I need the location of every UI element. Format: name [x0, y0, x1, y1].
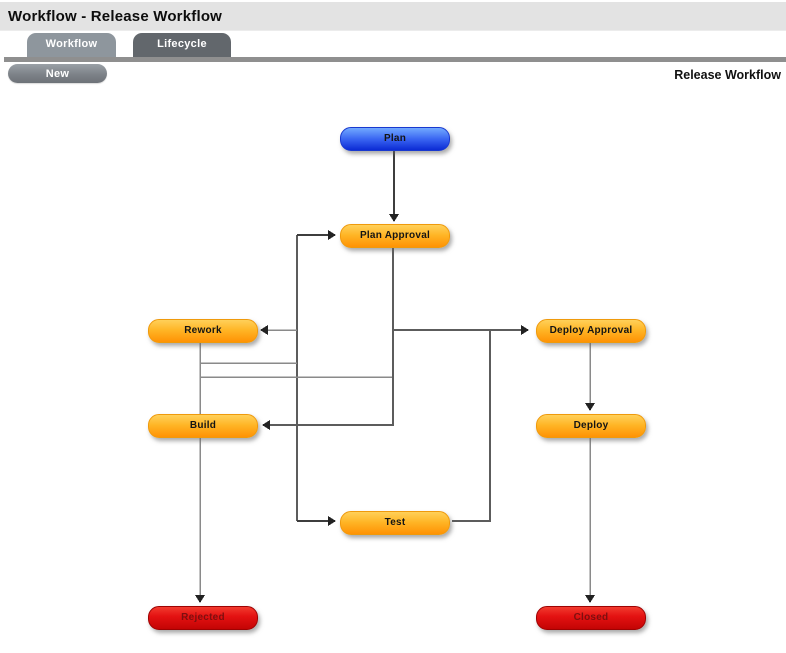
node-build[interactable]: Build: [148, 414, 258, 438]
workflow-connectors: [195, 150, 595, 603]
node-plan-label: Plan: [383, 133, 407, 144]
node-rework[interactable]: Rework: [148, 319, 258, 343]
node-test[interactable]: Test: [340, 511, 450, 535]
node-rework-label: Rework: [184, 325, 222, 336]
title-bar: Workflow - Release Workflow: [0, 2, 786, 31]
tab-lifecycle[interactable]: Lifecycle: [133, 33, 231, 57]
node-deploy-label: Deploy: [573, 420, 609, 431]
node-closed-label: Closed: [573, 612, 609, 623]
node-build-label: Build: [189, 420, 217, 431]
tab-row: Workflow Lifecycle: [0, 33, 786, 57]
page-title: Workflow - Release Workflow: [8, 7, 223, 25]
new-button[interactable]: New: [8, 64, 107, 83]
node-rejected[interactable]: Rejected: [148, 606, 258, 630]
node-closed[interactable]: Closed: [536, 606, 646, 630]
tabbar-divider: [4, 57, 786, 62]
context-heading: Release Workflow: [674, 68, 781, 82]
node-rejected-label: Rejected: [181, 612, 225, 623]
tab-workflow[interactable]: Workflow: [27, 33, 116, 57]
workflow-canvas: Plan Plan Approval Rework Deploy Approva…: [0, 90, 786, 653]
node-deploy[interactable]: Deploy: [536, 414, 646, 438]
node-deploy-approval[interactable]: Deploy Approval: [536, 319, 646, 343]
node-plan-approval[interactable]: Plan Approval: [340, 224, 450, 248]
node-deploy-approval-label: Deploy Approval: [549, 325, 633, 336]
node-plan-approval-label: Plan Approval: [359, 230, 431, 241]
node-test-label: Test: [384, 517, 406, 528]
node-plan[interactable]: Plan: [340, 127, 450, 151]
